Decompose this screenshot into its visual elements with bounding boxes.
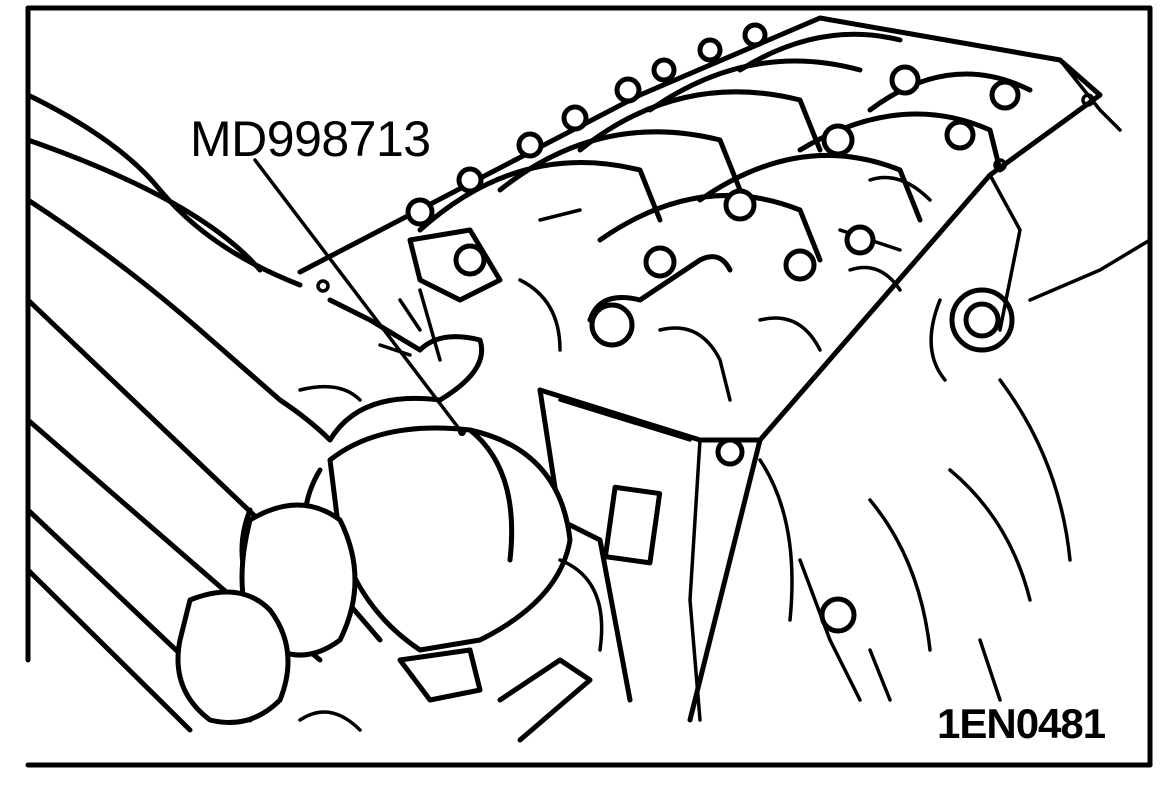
cylinder-head <box>297 15 1122 723</box>
tool-leader-line <box>253 158 462 432</box>
figure-border <box>25 5 1153 768</box>
figure-code-label: 1EN0481 <box>937 700 1106 747</box>
tool-number-label: MD998713 <box>190 111 431 167</box>
rocker-arm-assembly <box>398 22 1033 402</box>
lower-block <box>298 238 1152 743</box>
hand-illustration <box>25 92 485 443</box>
special-tool <box>25 297 573 733</box>
